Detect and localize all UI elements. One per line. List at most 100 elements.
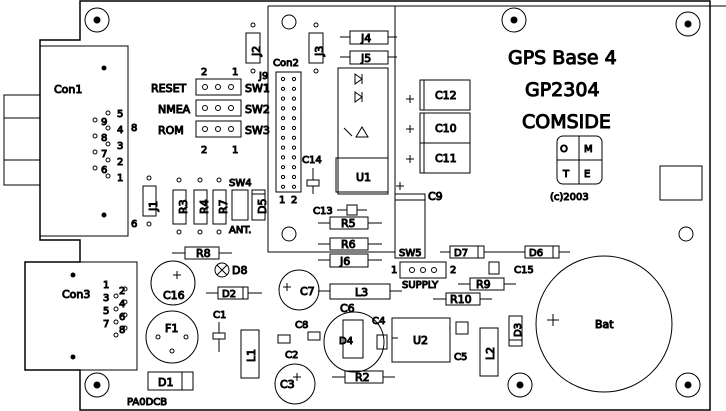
con3-label: Con3	[62, 288, 90, 301]
reset-label: RESET	[151, 82, 187, 95]
con2-pin	[280, 86, 286, 91]
polarity-marks	[173, 95, 559, 381]
con1-connector	[3, 45, 129, 237]
r4-resistor	[193, 189, 208, 225]
con2-pin	[291, 96, 297, 101]
r7-resistor	[212, 189, 227, 225]
c13-capacitor	[346, 204, 358, 216]
d5-diode	[251, 189, 266, 221]
u1-label: U1	[356, 171, 371, 184]
con2-pin	[280, 106, 286, 111]
r3-label: R3	[177, 199, 190, 214]
sw-pin1-bottom: 1	[232, 145, 238, 156]
ant-label: ANT.	[229, 225, 251, 236]
j3-jumper	[308, 32, 324, 64]
con2-pin2-label: 2	[291, 195, 297, 206]
c9-label: C9	[428, 190, 443, 203]
con2-pin	[291, 165, 297, 170]
con1-label: Con1	[54, 83, 82, 96]
con2-pin	[291, 145, 297, 150]
con3-pin-2: 2	[119, 286, 125, 297]
con3-pin-5: 5	[103, 306, 109, 317]
antenna-connector	[659, 165, 703, 201]
j3-label: J3	[313, 46, 326, 57]
r9-label: R9	[476, 278, 491, 291]
j5-label: J5	[360, 52, 371, 65]
con2-pin	[280, 116, 286, 121]
d8-label: D8	[232, 264, 247, 277]
con2-pin	[291, 86, 297, 91]
r7-label: R7	[217, 199, 230, 214]
c2-label: C2	[285, 350, 298, 361]
c4-capacitor	[376, 334, 388, 350]
con2-pin	[291, 135, 297, 140]
c4-label: C4	[372, 316, 385, 327]
c1-label: C1	[213, 310, 226, 321]
sw1-label: SW1	[245, 82, 270, 95]
c2-capacitor	[277, 334, 291, 344]
gps-module-outline	[267, 5, 726, 253]
r4-label: R4	[198, 199, 211, 214]
d3-label: D3	[513, 323, 524, 337]
con2-pin1-label: 1	[279, 195, 285, 206]
d6-label: D6	[529, 248, 543, 259]
l3-label: L3	[355, 286, 368, 299]
c5-label: C5	[454, 352, 467, 363]
u2-label: U2	[413, 334, 428, 347]
r10-label: R10	[450, 293, 472, 306]
d5-label: D5	[256, 199, 269, 214]
con3-pin-3: 3	[103, 293, 109, 304]
sw5-pin1: 1	[391, 265, 397, 276]
con2-pin	[280, 155, 286, 160]
battery-label: Bat	[595, 318, 614, 331]
con2-pin	[280, 125, 286, 131]
d8-led	[214, 262, 230, 278]
c14-capacitor	[306, 168, 320, 194]
con2-pin	[291, 155, 297, 160]
con2-pin	[291, 116, 297, 121]
j2-label: J2	[250, 46, 263, 57]
sw5-label: SW5	[399, 248, 422, 259]
con1-pin-4: 4	[117, 125, 123, 136]
c9-capacitor	[394, 193, 426, 259]
con1-pin-3: 3	[117, 141, 123, 152]
sw4-switch	[231, 189, 249, 221]
sw4-label: SW4	[229, 178, 252, 189]
u2-regulator	[391, 317, 451, 363]
nmea-label: NMEA	[158, 103, 191, 116]
supply-label: SUPPLY	[402, 280, 439, 291]
d7-label: D7	[454, 248, 468, 259]
c11-label: C11	[435, 152, 457, 165]
con3-connector	[24, 261, 138, 371]
logo-letter-e: E	[584, 169, 590, 180]
con2-pin	[280, 76, 286, 82]
battery-holder	[535, 255, 673, 393]
con1-pin-1: 1	[117, 173, 123, 184]
rom-label: ROM	[158, 124, 184, 137]
r2-label: R2	[355, 371, 370, 384]
c7-capacitor	[278, 269, 320, 311]
con3-pin-4: 4	[119, 299, 125, 310]
j1-jumper	[142, 175, 157, 227]
con3-pin-7: 7	[103, 319, 109, 330]
con2-pin	[280, 184, 286, 189]
r5-label: R5	[341, 217, 356, 230]
board-title: GPS Base 4	[508, 47, 617, 69]
l1-label: L1	[245, 349, 258, 362]
electrolytic-caps-right	[419, 79, 471, 174]
con2-label: Con2	[273, 58, 299, 69]
con1-pin-2: 2	[117, 157, 123, 168]
r8-label: R8	[196, 247, 211, 260]
con3-pin-8: 8	[119, 325, 125, 336]
l2-inductor	[479, 327, 499, 377]
d1-diode	[147, 371, 194, 391]
con2-pin	[291, 76, 297, 82]
r3-resistor	[172, 189, 187, 225]
j8-pin-6: 6	[131, 219, 137, 230]
u1-outline	[335, 67, 389, 195]
sw-pin1-top: 1	[232, 67, 238, 78]
c15-capacitor	[488, 261, 500, 275]
author-text: PA0DCB	[127, 397, 167, 408]
